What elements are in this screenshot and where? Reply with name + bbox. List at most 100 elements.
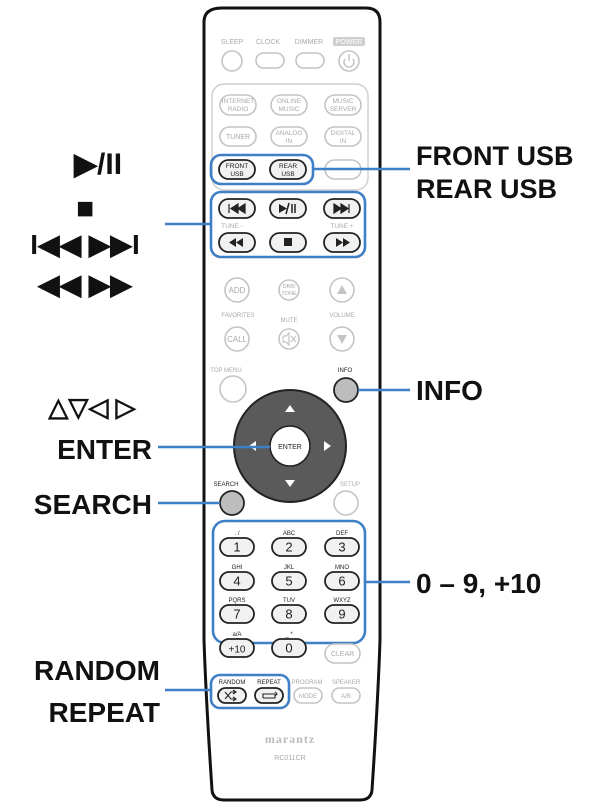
program-mode-button[interactable] bbox=[293, 687, 323, 704]
skip-back-icon bbox=[228, 202, 246, 215]
volume-down-icon bbox=[337, 335, 347, 344]
right-arrow-icon[interactable] bbox=[324, 441, 331, 451]
music-server-label-1: MUSIC bbox=[333, 98, 354, 105]
number-key-3[interactable] bbox=[324, 537, 360, 557]
number-key-9[interactable] bbox=[324, 604, 360, 624]
digital-in-button[interactable] bbox=[324, 126, 362, 147]
key-letters-3: DEF bbox=[336, 531, 348, 537]
rear-usb-button[interactable] bbox=[269, 159, 307, 180]
rear-usb-label-2: USB bbox=[281, 171, 294, 178]
random-label: RANDOM bbox=[219, 680, 246, 686]
play-icon bbox=[279, 204, 287, 213]
analog-in-button[interactable] bbox=[270, 126, 308, 147]
key-letters-2: ABC bbox=[283, 531, 296, 537]
play-pause-callout: ▶/II bbox=[73, 148, 122, 181]
rear-usb-label-1: REAR bbox=[279, 163, 297, 170]
digital-in-label: IN bbox=[340, 138, 347, 145]
sleep-label: SLEEP bbox=[221, 39, 244, 46]
stop-icon bbox=[284, 238, 292, 246]
number-key-0[interactable] bbox=[271, 638, 307, 658]
radio-label: RADIO bbox=[228, 106, 249, 113]
volume-label: VOLUME bbox=[329, 313, 354, 319]
music-server-button[interactable] bbox=[324, 94, 362, 116]
search-callout: SEARCH bbox=[34, 489, 152, 520]
clear-button[interactable] bbox=[324, 643, 361, 664]
number-key-8[interactable] bbox=[271, 604, 307, 624]
add-button[interactable] bbox=[224, 277, 250, 303]
number-key-1[interactable] bbox=[219, 537, 255, 557]
mute-label: MUTE bbox=[281, 318, 298, 324]
internet-label: INTERNET bbox=[222, 98, 255, 105]
scan-callout: ◀◀ ▶▶ bbox=[37, 269, 133, 300]
number-key-label: 5 bbox=[285, 574, 292, 589]
volume-up-icon bbox=[337, 285, 347, 294]
digital-label: DIGITAL bbox=[331, 130, 356, 137]
info-button[interactable] bbox=[333, 377, 359, 403]
fast-forward-icon bbox=[336, 238, 350, 247]
brand-logo: marantz bbox=[265, 732, 315, 746]
dimmer-button[interactable] bbox=[295, 52, 325, 69]
stop-callout: ■ bbox=[76, 192, 94, 225]
number-key-label: 4 bbox=[233, 574, 240, 589]
number-key-label: 6 bbox=[338, 574, 345, 589]
clear-label: CLEAR bbox=[331, 651, 354, 658]
up-arrow-icon[interactable] bbox=[285, 405, 295, 412]
key-letters-8: TUV bbox=[283, 598, 295, 604]
search-label: SEARCH bbox=[213, 482, 238, 488]
down-arrow-icon[interactable] bbox=[285, 480, 295, 487]
internet-radio-button[interactable] bbox=[219, 94, 257, 116]
rewind-icon bbox=[229, 238, 243, 247]
tune-minus-label: TUNE - bbox=[221, 223, 243, 230]
number-key-7[interactable] bbox=[219, 604, 255, 624]
online-music-button[interactable] bbox=[270, 94, 308, 116]
source-group bbox=[211, 83, 369, 191]
number-key-label: 3 bbox=[338, 540, 345, 555]
top-menu-button[interactable] bbox=[219, 375, 247, 403]
key-letters-5: JKL bbox=[284, 565, 295, 571]
setup-button[interactable] bbox=[333, 490, 359, 516]
tuner-button[interactable] bbox=[219, 126, 257, 147]
tuner-label: TUNER bbox=[226, 134, 250, 141]
analog-label: ANALOG bbox=[275, 130, 302, 137]
tone-label: TONE bbox=[281, 291, 297, 297]
repeat-callout: REPEAT bbox=[49, 697, 161, 728]
tune-plus-label: TUNE + bbox=[330, 223, 354, 230]
random-button[interactable] bbox=[217, 687, 247, 704]
model-label: RC011CR bbox=[274, 755, 305, 762]
enter-label: ENTER bbox=[278, 444, 302, 451]
sleep-button[interactable] bbox=[221, 50, 243, 72]
front-usb-button[interactable] bbox=[218, 159, 256, 180]
key-letters-11: _ * bbox=[284, 632, 293, 638]
key-letters-7: PQRS bbox=[228, 598, 245, 604]
power-label-box bbox=[333, 37, 365, 46]
number-key-5[interactable] bbox=[271, 571, 307, 591]
number-key-plus10[interactable] bbox=[219, 638, 255, 658]
dbb-tone-button[interactable] bbox=[278, 279, 300, 301]
number-key-label: 9 bbox=[338, 607, 345, 622]
favorites-label: FAVORITES bbox=[221, 313, 254, 319]
repeat-button[interactable] bbox=[254, 687, 284, 704]
number-key-6[interactable] bbox=[324, 571, 360, 591]
speaker-ab-button[interactable] bbox=[331, 687, 361, 704]
random-callout: RANDOM bbox=[34, 655, 160, 686]
power-label: POWER bbox=[336, 39, 362, 46]
key-letters-9: WXYZ bbox=[333, 598, 351, 604]
repeat-icon bbox=[262, 691, 278, 699]
number-key-2[interactable] bbox=[271, 537, 307, 557]
search-button[interactable] bbox=[219, 490, 245, 516]
enter-callout: ENTER bbox=[57, 434, 152, 465]
info-callout: INFO bbox=[416, 375, 483, 406]
add-label: ADD bbox=[229, 286, 246, 295]
clock-button[interactable] bbox=[255, 52, 285, 69]
key-letters-4: GHI bbox=[232, 565, 243, 571]
rear-usb-callout: REAR USB bbox=[416, 174, 557, 204]
skip-forward-icon bbox=[333, 202, 350, 215]
call-button[interactable] bbox=[224, 326, 250, 352]
number-key-4[interactable] bbox=[219, 571, 255, 591]
shuffle-icon bbox=[224, 689, 237, 702]
speaker-label: SPEAKER bbox=[332, 680, 361, 686]
call-label: CALL bbox=[227, 335, 248, 344]
clock-label: CLOCK bbox=[256, 39, 280, 46]
setup-label: SETUP bbox=[340, 482, 360, 488]
